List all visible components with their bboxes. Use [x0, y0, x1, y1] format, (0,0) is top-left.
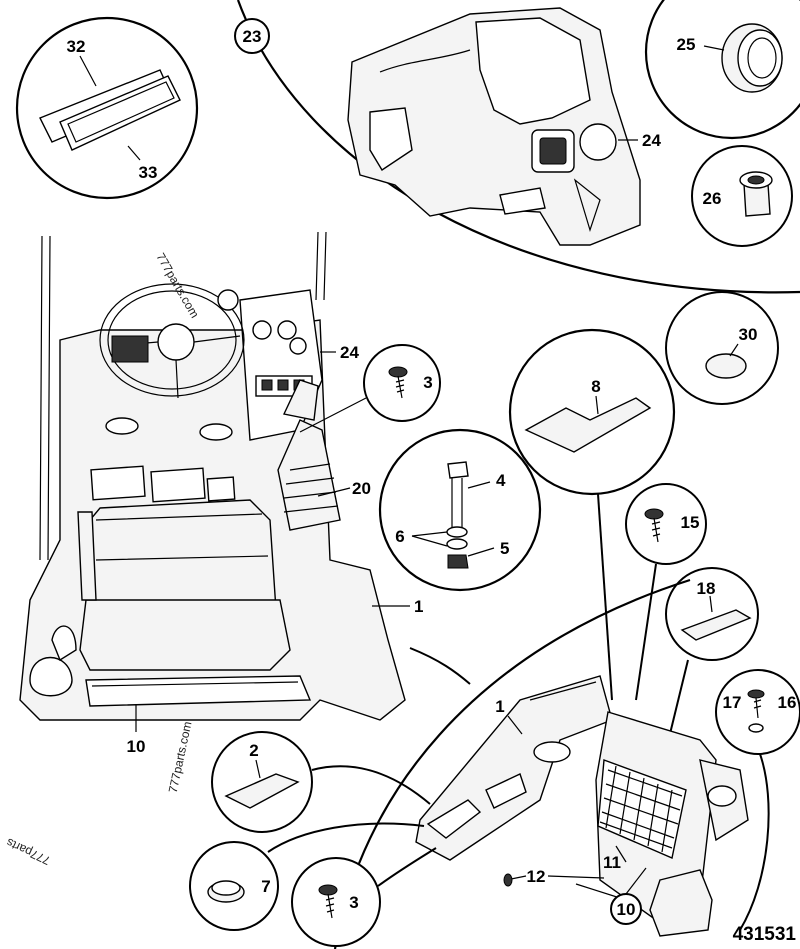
leader-32 [79, 55, 97, 87]
watermark-2: 777parts.com [166, 720, 195, 794]
leader-3-upper-to-cab [299, 397, 367, 433]
console-1-part [415, 675, 613, 861]
detail-circle-plug-30 [665, 291, 779, 405]
plug-30-part [705, 353, 747, 379]
callout-24-detail: 24 [642, 131, 661, 150]
leader-16-to-console [739, 753, 770, 931]
detail-circle-cap-26 [691, 145, 793, 247]
leader-5 [467, 547, 495, 557]
leader-8 [595, 395, 599, 415]
leader-18-to-console [667, 659, 689, 743]
grommet-7-part [207, 880, 245, 903]
leader-20 [317, 487, 351, 497]
figure-number: 431531 [733, 924, 797, 945]
callout-3-upper: 3 [423, 373, 432, 392]
leader-4 [467, 481, 491, 489]
callout-16: 16 [778, 693, 797, 712]
storage-net-11 [599, 765, 683, 853]
leader-18 [709, 595, 713, 613]
callout-10-cab: 10 [127, 737, 146, 756]
leader-33 [127, 145, 141, 161]
pad-2-part [224, 773, 300, 809]
callout-11: 11 [603, 853, 621, 872]
leader-cab-to-console [409, 647, 471, 685]
callout-32: 32 [67, 37, 86, 56]
callout-25: 25 [677, 35, 696, 54]
callout-2: 2 [249, 741, 258, 760]
leader-7-to-console [267, 822, 425, 853]
callout-33: 33 [139, 163, 158, 182]
callout-5: 5 [500, 539, 509, 558]
callout-8: 8 [591, 377, 600, 396]
pad-8-part [524, 397, 652, 453]
screw-16-part [747, 689, 765, 733]
detail-circle-screw-3-upper [363, 344, 441, 422]
detail-circle-pad-8 [508, 328, 676, 496]
leader-10-console [625, 867, 647, 895]
leader-15-to-console [635, 563, 657, 701]
callout-15: 15 [681, 513, 700, 532]
callout-23: 23 [243, 27, 262, 46]
cab-illustration [19, 231, 406, 721]
leader-2-to-console [311, 765, 431, 805]
screw-12-part [503, 873, 527, 887]
callout-1-cab: 1 [414, 597, 423, 616]
screw-3-lower-part [318, 884, 338, 919]
callout-10-console: 10 [617, 900, 636, 919]
detail-circle-screw-3-lower [291, 857, 381, 947]
leader-10-to-12 [575, 883, 621, 899]
detail-circle-screw-15 [625, 483, 707, 565]
callout-20: 20 [352, 479, 371, 498]
callout-26: 26 [703, 189, 722, 208]
dash-panel-detail [347, 7, 641, 246]
callout-30: 30 [739, 325, 758, 344]
callout-18: 18 [697, 579, 716, 598]
callout-4: 4 [496, 471, 506, 490]
callout-1-console: 1 [495, 697, 504, 716]
callout-3-lower: 3 [349, 893, 358, 912]
watermark-1: 777parts.com [153, 251, 201, 321]
leader-3-lower-to-console [377, 847, 437, 887]
leader-1-console [507, 715, 523, 735]
callout-7: 7 [261, 877, 270, 896]
gasket-part [39, 69, 181, 151]
callout-24-cab: 24 [340, 343, 359, 362]
leader-11 [615, 845, 627, 863]
leader-8-to-console [597, 493, 613, 701]
detail-circle-pad-18 [665, 567, 759, 661]
cap-26-part [739, 171, 773, 217]
callout-circle-10 [610, 893, 642, 925]
leader-6a [411, 531, 448, 537]
pad-18-part [680, 609, 752, 641]
callout-17: 17 [723, 693, 742, 712]
leader-6b [411, 535, 448, 547]
leader-2 [255, 759, 261, 779]
console-side-part [595, 711, 749, 937]
watermark-3: 777parts [4, 835, 52, 867]
callout-12: 12 [527, 867, 546, 886]
bolt-assembly-part [446, 461, 469, 569]
leader-30 [729, 343, 739, 357]
grommet-25-part [721, 23, 783, 93]
leader-12 [547, 875, 605, 879]
detail-circle-bolt [378, 428, 542, 592]
screw-15-part [644, 508, 664, 543]
callout-circle-23 [234, 18, 270, 54]
screw-3-upper-part [388, 366, 408, 399]
callout-6: 6 [395, 527, 404, 546]
leader-25 [703, 45, 725, 51]
